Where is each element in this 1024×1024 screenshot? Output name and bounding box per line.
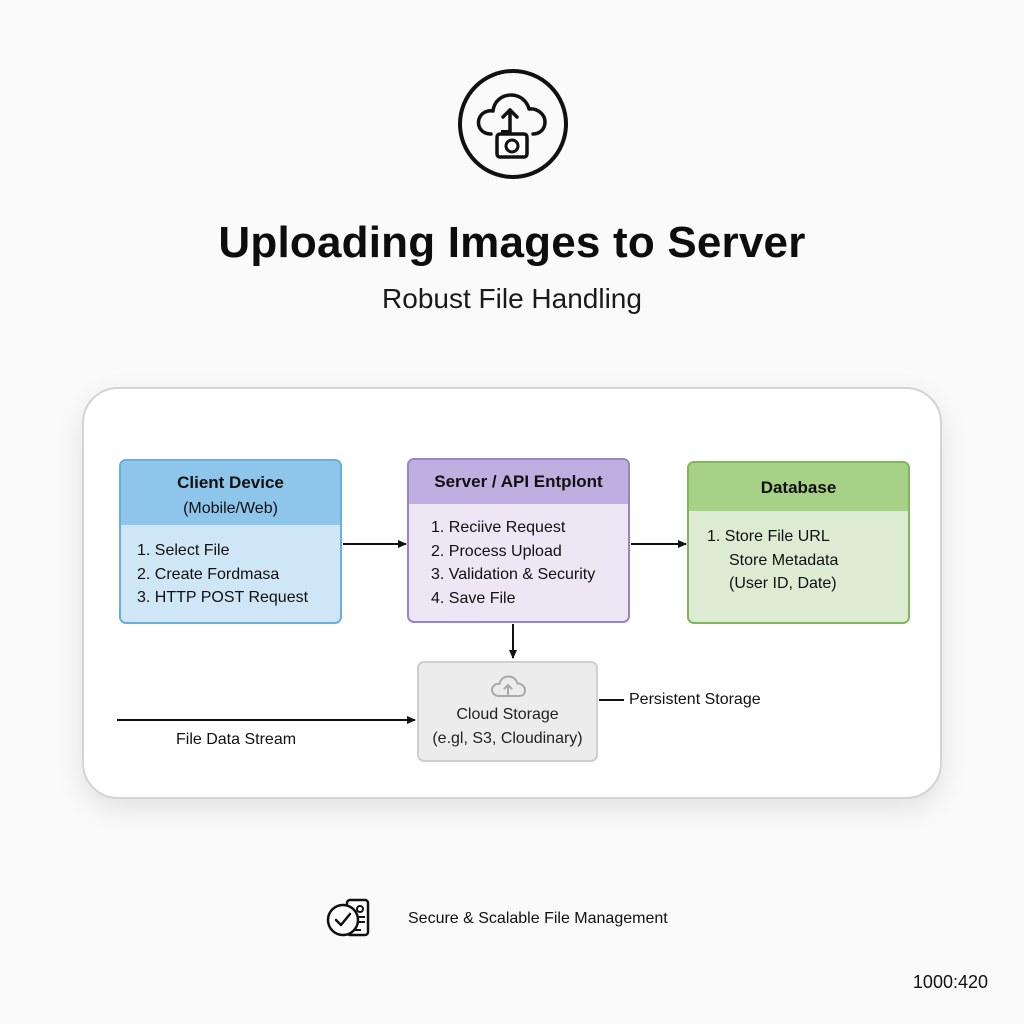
footer-text: Secure & Scalable File Management bbox=[408, 910, 668, 927]
client-device-steps: 1. Select File 2. Create Fordmasa 3. HTT… bbox=[121, 525, 340, 610]
database-header: Database bbox=[689, 463, 908, 511]
file-data-stream-label: File Data Stream bbox=[176, 731, 297, 748]
database-step: Store Metadata bbox=[729, 551, 839, 569]
client-step: 1. Select File bbox=[137, 542, 230, 559]
cloud-storage-node: Cloud Storage (e.gl, S3, Cloudinary) bbox=[417, 661, 598, 762]
database-steps: 1. Store File URL Store Metadata (User I… bbox=[689, 511, 908, 596]
server-step: 3. Validation & Security bbox=[431, 566, 596, 583]
server-api-steps: 1. Reciive Request 2. Process Upload 3. … bbox=[409, 504, 628, 610]
server-api-header: Server / API Entplont bbox=[409, 460, 628, 504]
page-subtitle: Robust File Handling bbox=[382, 283, 642, 314]
server-step: 2. Process Upload bbox=[431, 542, 562, 560]
server-api-node: Server / API Entplont 1. Reciive Request… bbox=[407, 458, 630, 623]
server-api-title: Server / API Entplont bbox=[434, 472, 603, 491]
cloud-storage-subtitle: (e.gl, S3, Cloudinary) bbox=[432, 730, 583, 747]
client-device-subtitle: (Mobile/Web) bbox=[183, 500, 278, 517]
page-title: Uploading Images to Server bbox=[218, 218, 806, 267]
database-title: Database bbox=[760, 478, 837, 497]
persistent-storage-label: Persistent Storage bbox=[629, 691, 761, 708]
corner-label: 1000:420 bbox=[912, 972, 988, 992]
server-step: 4. Save File bbox=[431, 589, 516, 607]
database-node: Database 1. Store File URL Store Metadat… bbox=[687, 461, 910, 624]
client-device-header: Client Device (Mobile/Web) bbox=[121, 461, 340, 525]
database-step: (User ID, Date) bbox=[729, 575, 837, 592]
client-step: 3. HTTP POST Request bbox=[137, 589, 309, 606]
server-step: 1. Reciive Request bbox=[431, 519, 566, 536]
cloud-storage-title: Cloud Storage bbox=[456, 706, 559, 723]
cloud-upload-icon bbox=[490, 675, 526, 697]
client-device-title: Client Device bbox=[177, 473, 284, 492]
client-step: 2. Create Fordmasa bbox=[137, 565, 280, 583]
database-step: 1. Store File URL bbox=[707, 528, 830, 545]
check-shield-device-icon bbox=[326, 898, 370, 937]
cloud-upload-camera-icon bbox=[458, 69, 568, 179]
client-device-node: Client Device (Mobile/Web) 1. Select Fil… bbox=[119, 459, 342, 624]
